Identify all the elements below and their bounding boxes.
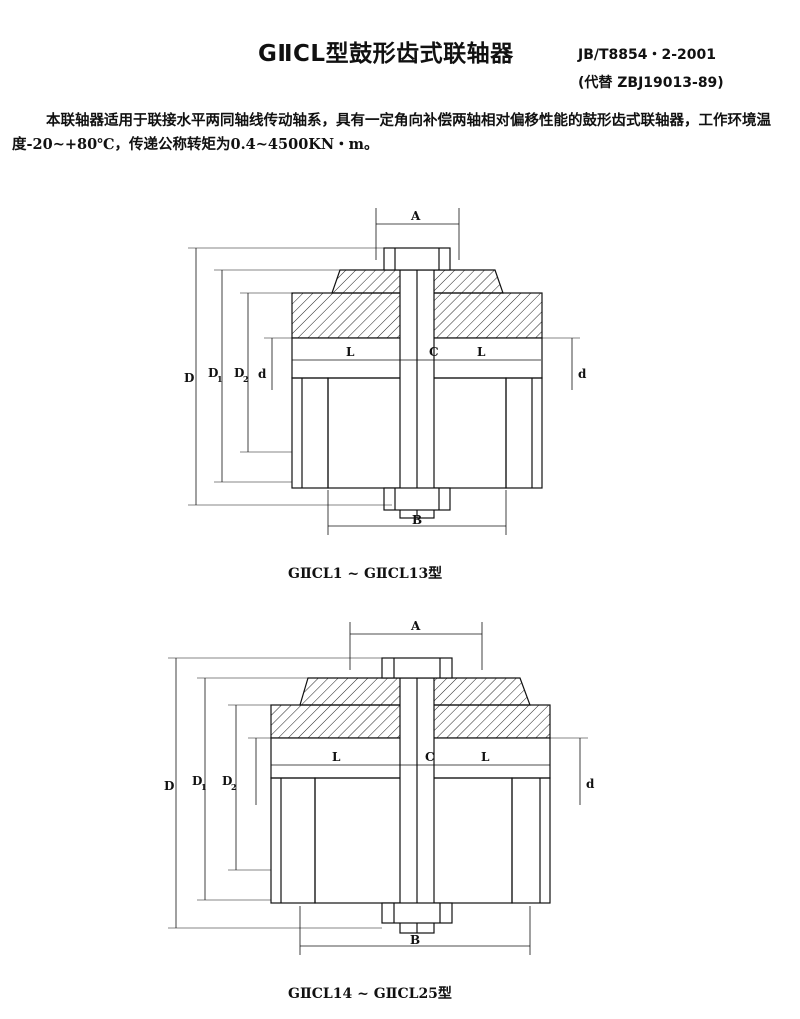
dim-label-d1-sub: 1 <box>201 782 207 792</box>
dim-label-d-bore-right: d <box>578 367 587 381</box>
page-title: GⅡCL型鼓形齿式联轴器 <box>258 41 514 67</box>
coupling-drawing-2: A B L L C D D 1 D 2 d <box>164 619 595 955</box>
coupling-drawing-1: A B L L C D D 1 D 2 d d <box>184 208 587 535</box>
figure-caption-2: GⅡCL14 ~ GⅡCL25型 <box>288 986 452 1002</box>
dim-label-d2: D <box>222 774 232 788</box>
left-sleeve-section <box>291 292 410 339</box>
right-flange-section <box>424 677 531 706</box>
dim-label-l-right: L <box>477 345 486 359</box>
dim-label-d1-sub: 1 <box>217 374 223 384</box>
left-sleeve-section <box>270 704 410 739</box>
left-flange-section <box>331 269 410 294</box>
left-flange-section <box>299 677 410 706</box>
dim-label-b: B <box>412 513 422 527</box>
dim-label-d-outer: D <box>164 779 174 793</box>
right-flange-section <box>424 269 504 294</box>
dim-label-d-bore-left: d <box>258 367 267 381</box>
dim-label-d1: D <box>192 774 202 788</box>
dim-label-b: B <box>410 933 420 947</box>
standard-number: JB/T8854・2-2001 <box>578 47 717 63</box>
dim-label-d-outer: D <box>184 371 194 385</box>
right-sleeve-section <box>424 704 551 739</box>
dim-label-l-left: L <box>332 750 341 764</box>
dim-label-d-bore-right: d <box>586 777 595 791</box>
dim-label-l-left: L <box>346 345 355 359</box>
bottom-bolt <box>381 902 453 924</box>
bottom-bolt <box>383 487 451 511</box>
dim-label-a: A <box>410 619 421 633</box>
figure-caption-1: GⅡCL1 ~ GⅡCL13型 <box>288 566 443 582</box>
dim-label-c: C <box>425 750 435 764</box>
dim-label-d2: D <box>234 366 244 380</box>
description-paragraph: 本联轴器适用于联接水平两同轴线传动轴系，具有一定角向补偿两轴相对偏移性能的鼓形齿… <box>12 112 771 153</box>
dim-label-l-right: L <box>481 750 490 764</box>
right-sleeve-section <box>424 292 543 339</box>
top-bolt <box>383 247 451 271</box>
replaced-standard: (代替 ZBJ19013-89) <box>578 75 724 91</box>
dim-label-c: C <box>429 345 439 359</box>
dim-label-a: A <box>410 209 421 223</box>
dim-label-d1: D <box>208 366 218 380</box>
top-bolt <box>381 657 453 679</box>
dim-label-d2-sub: 2 <box>243 374 249 384</box>
dim-label-d2-sub: 2 <box>231 782 237 792</box>
